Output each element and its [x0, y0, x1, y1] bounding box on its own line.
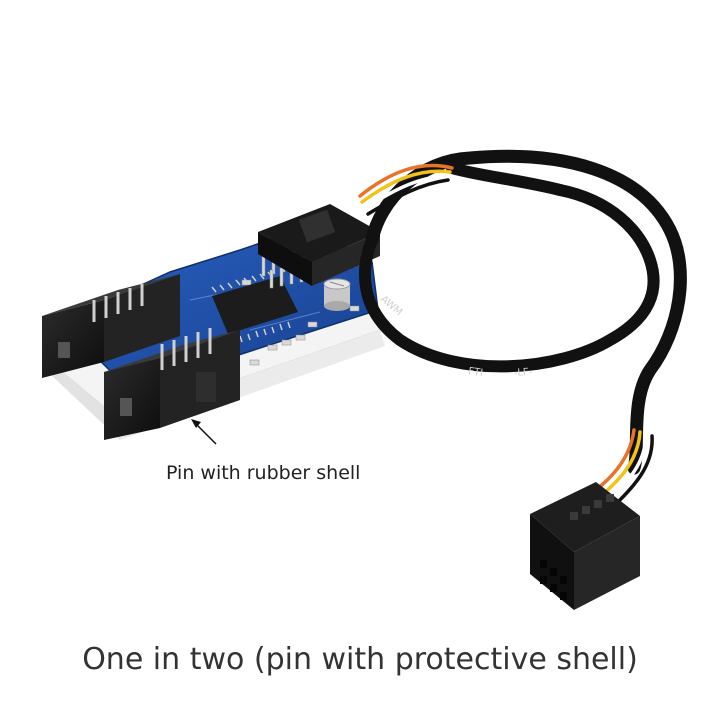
capacitor: [323, 278, 351, 311]
cable: [359, 149, 687, 475]
wires-top: [358, 163, 454, 216]
box-header-right: [104, 328, 240, 440]
cable-print-2: FTI: [468, 366, 484, 379]
dupont-connector: [530, 482, 640, 610]
caption: One in two (pin with protective shell): [82, 642, 638, 677]
annotation-label: Pin with rubber shell: [166, 462, 361, 484]
board-input-plug: [258, 204, 380, 286]
box-header-left: [42, 274, 180, 378]
ic-chip: [211, 271, 298, 345]
annotation-arrow: [191, 419, 217, 445]
cable-print-3: -LF-: [513, 367, 533, 379]
